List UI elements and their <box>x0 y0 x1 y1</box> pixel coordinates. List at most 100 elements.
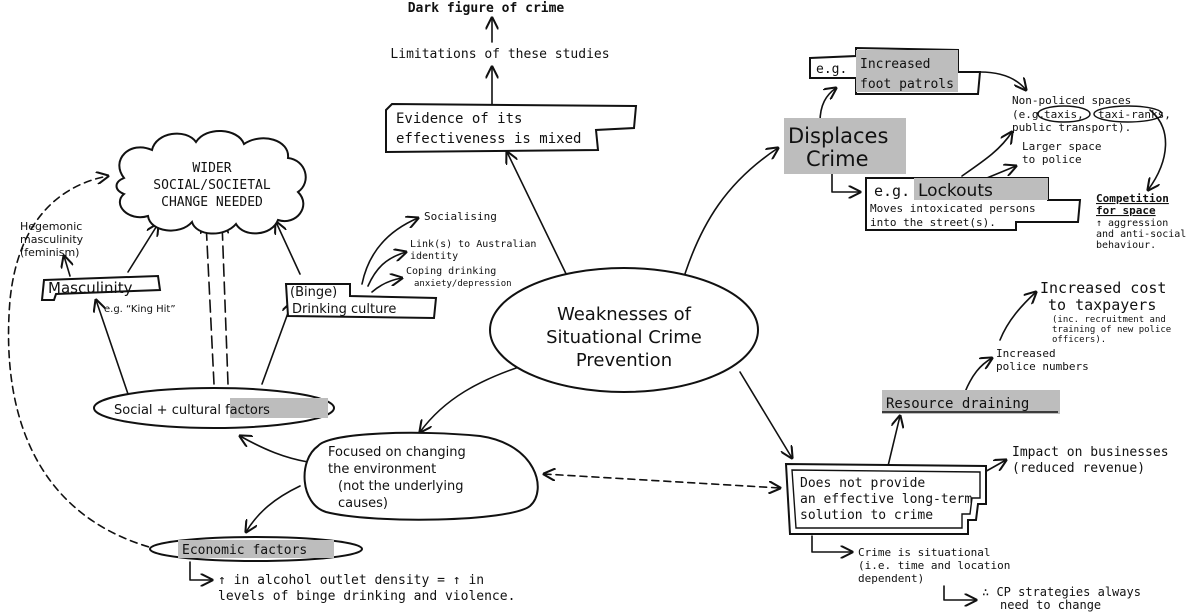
arrow-lockouts-to-nonpoliced <box>961 132 1012 177</box>
draining-label: Resource draining <box>886 396 1029 412</box>
taxiranks-circle <box>1093 105 1163 123</box>
impact-line2: (reduced revenue) <box>1012 461 1145 476</box>
lockouts-eg: e.g. <box>874 182 910 200</box>
cost-line1: Increased cost <box>1040 279 1166 297</box>
strategies-line2: need to change <box>1000 598 1101 612</box>
arrow-environment-longterm <box>544 474 780 488</box>
social-cultural-label: Social + cultural factors <box>114 403 270 418</box>
arrow-economic-to-alcohol <box>189 561 212 580</box>
foot-line2: foot patrols <box>860 77 954 92</box>
displaces-branch: Displaces Crime e.g. Increased foot patr… <box>784 46 1186 251</box>
arrow-foot-to-nonpoliced <box>979 71 1026 90</box>
alcohol-line1: ↑ in alcohol outlet density = ↑ in <box>218 573 484 588</box>
environment-line3: (not the underlying <box>338 479 463 494</box>
center-ellipse <box>489 267 759 393</box>
binge-line2: Drinking culture <box>292 302 396 317</box>
displaces-line2: Crime <box>806 147 869 171</box>
evidence-line2: effectiveness is mixed <box>396 131 581 147</box>
arrow-nonpoliced-to-competition <box>1148 109 1167 190</box>
larger-line2: to police <box>1022 153 1082 166</box>
center-line1: Weaknesses of <box>557 304 692 325</box>
taxis-label: taxis, <box>1044 108 1084 121</box>
larger-line1: Larger space <box>1022 140 1101 153</box>
hegemonic-line1: Hegemonic <box>20 220 82 233</box>
competition-line1: Competition <box>1096 192 1169 205</box>
foot-patrols-highlight <box>856 50 958 92</box>
economic-highlight <box>178 540 334 558</box>
evidence-line1: Evidence of its <box>396 111 522 127</box>
taxiranks-label: taxi-ranks, <box>1098 108 1171 121</box>
coping-line1: Coping drinking <box>406 266 496 277</box>
cost-note1: (inc. recruitment and <box>1052 315 1166 325</box>
arrow-social-to-masculinity <box>96 300 129 395</box>
evidence-box <box>385 102 638 154</box>
arrow-social-to-cloud-2 <box>222 222 228 385</box>
kinghit-label: e.g. “King Hit” <box>104 304 176 315</box>
impact-line1: Impact on businesses <box>1012 445 1169 460</box>
police-line2: police numbers <box>996 360 1089 373</box>
situational-line3: dependent) <box>858 572 924 585</box>
center-line2: Situational Crime <box>546 327 702 348</box>
arrow-economic-to-cloud <box>7 176 161 551</box>
arrow-binge-to-coping <box>371 278 402 293</box>
masculinity-box <box>40 274 162 301</box>
taxis-circle <box>1037 105 1091 123</box>
limitations-label: Limitations of these studies <box>390 47 609 62</box>
foot-line1: Increased <box>860 57 930 72</box>
arrow-displaces-to-foot-patrols <box>819 88 836 123</box>
lockouts-highlight <box>914 178 1048 200</box>
links-line2: identity <box>410 251 458 262</box>
foot-eg: e.g. <box>816 62 847 77</box>
left-branch: WIDER SOCIAL/SOCIETAL CHANGE NEEDED Hege… <box>20 129 539 604</box>
longterm-line3: solution to crime <box>800 508 933 523</box>
arrow-center-to-environment <box>420 365 523 432</box>
longterm-line2: an effective long-term <box>800 492 972 507</box>
binge-line1: (Binge) <box>290 285 337 300</box>
displaces-highlight <box>784 118 906 174</box>
cost-note2: training of new police <box>1052 325 1171 335</box>
arrow-binge-to-cloud <box>276 222 301 275</box>
masculinity-label: Masculinity <box>48 279 133 297</box>
strategies-line1: ∴ CP strategies always <box>982 585 1141 599</box>
wider-line1: WIDER <box>192 161 231 176</box>
arrow-resource-to-police <box>964 358 992 393</box>
police-line1: Increased <box>996 347 1056 360</box>
arrow-center-to-evidence <box>507 152 571 283</box>
arrow-environment-to-social <box>240 436 309 463</box>
competition-line5: behaviour. <box>1096 240 1156 251</box>
binge-box <box>284 283 438 320</box>
arrow-center-to-longterm <box>739 371 792 458</box>
arrow-center-to-displaces <box>679 148 778 291</box>
longterm-line1: Does not provide <box>800 476 925 491</box>
dark-figure-label: Dark figure of crime <box>408 1 565 16</box>
wider-line3: CHANGE NEEDED <box>161 195 263 210</box>
economic-label: Economic factors <box>182 543 307 558</box>
arrow-longterm-to-situational <box>811 535 852 552</box>
lockouts-desc1: Moves intoxicated persons <box>870 202 1036 215</box>
competition-line3: ↑ aggression <box>1096 218 1168 229</box>
arrow-masculinity-to-cloud <box>127 224 158 273</box>
arrow-masculinity-to-hegemonic <box>64 256 70 277</box>
social-cultural-highlight <box>230 398 328 418</box>
arrow-police-to-cost <box>999 292 1036 341</box>
nonpoliced-line1: Non-policed spaces <box>1012 94 1131 107</box>
arrow-longterm-to-resource <box>887 416 900 467</box>
hegemonic-line3: (feminism) <box>20 246 79 259</box>
competition-line4: and anti-social <box>1096 229 1186 240</box>
draining-highlight <box>882 390 1060 414</box>
top-branch: Dark figure of crime Limitations of thes… <box>385 1 638 154</box>
arrow-displaces-to-lockouts <box>831 171 860 192</box>
competition-line2: for space <box>1096 204 1156 217</box>
longterm-box <box>784 462 987 535</box>
hegemonic-line2: masculinity <box>20 233 84 246</box>
longterm-branch: Increased cost to taxpayers (inc. recrui… <box>784 279 1171 612</box>
arrow-environment-to-economic <box>246 485 301 532</box>
situational-line1: Crime is situational <box>858 546 990 559</box>
environment-ellipse <box>303 431 539 521</box>
longterm-box-inner <box>791 469 981 529</box>
alcohol-line2: levels of binge drinking and violence. <box>218 589 515 604</box>
socialising-label: Socialising <box>424 210 497 223</box>
coping-line2: anxiety/depression <box>414 279 512 289</box>
